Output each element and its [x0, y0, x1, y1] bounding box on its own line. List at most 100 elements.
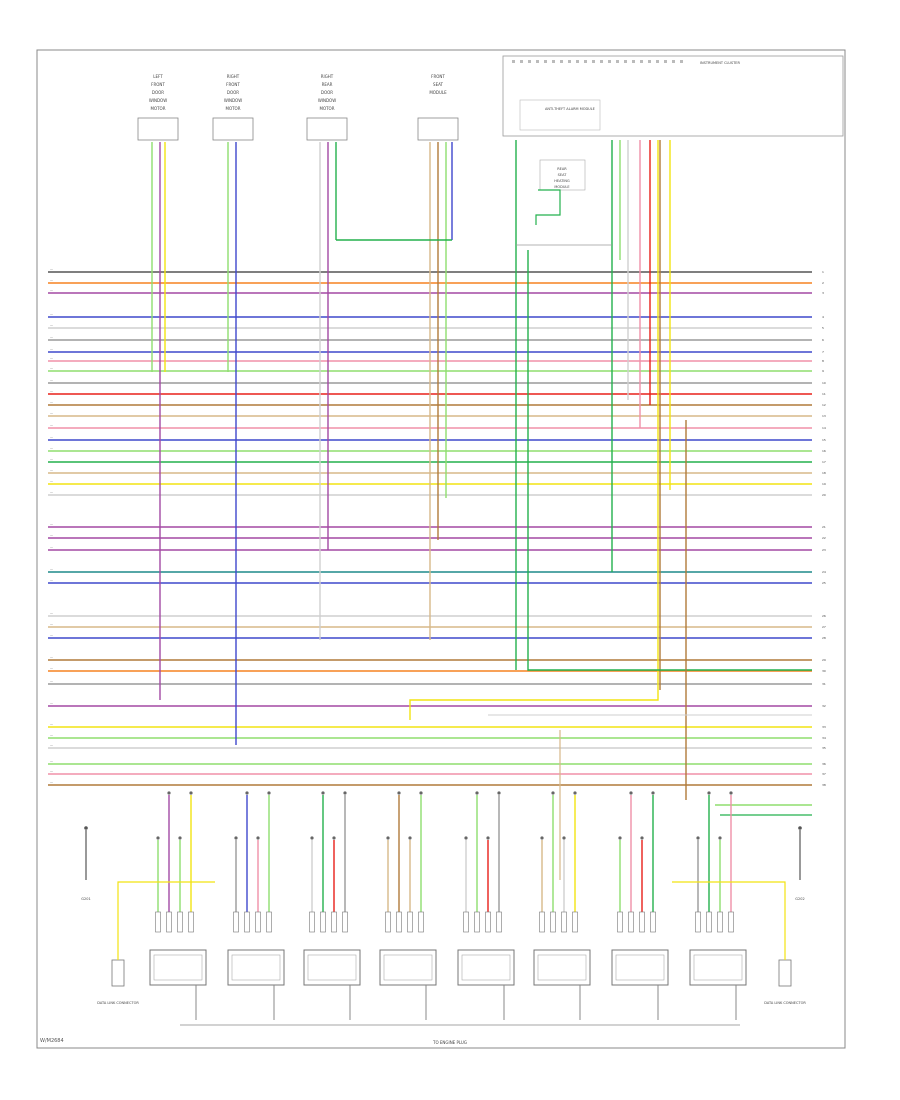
- pin-housing: [539, 911, 545, 933]
- pin-housing: [474, 911, 480, 933]
- ground-point: [84, 826, 88, 830]
- bus-tag: —: [50, 578, 53, 582]
- data-link-label: DATA LINK CONNECTOR: [764, 1001, 806, 1005]
- pin-housing: [188, 911, 194, 933]
- pin-dot: [551, 791, 555, 795]
- connector-face: [693, 954, 743, 981]
- bus-tag: —: [50, 722, 53, 726]
- pin-housing: [244, 911, 250, 933]
- bottom-module: [379, 791, 437, 1020]
- top-module-label: DOOR: [152, 90, 164, 95]
- bus-tag: —: [50, 468, 53, 472]
- top-module-label: MOTOR: [151, 106, 166, 111]
- top-module-label: SEAT: [433, 82, 443, 87]
- bus-number: 37: [822, 772, 826, 776]
- top-module-label: WINDOW: [224, 98, 242, 103]
- connector-face: [537, 954, 587, 981]
- page-id: W/M2684: [40, 1038, 64, 1044]
- bus-tag: —: [50, 278, 53, 282]
- data-link-connector: [778, 959, 792, 987]
- top-module-label: WINDOW: [318, 98, 336, 103]
- anti-theft-box: [519, 99, 601, 131]
- bus-number: 33: [822, 725, 826, 729]
- pin-housing: [331, 911, 337, 933]
- pin-dot: [651, 791, 655, 795]
- pin-dot: [618, 836, 622, 840]
- bus-number: 4: [822, 315, 824, 319]
- bus-number: 14: [822, 426, 826, 430]
- top-module-label: FRONT: [226, 82, 240, 87]
- pin-dot: [540, 836, 544, 840]
- pin-housing: [342, 911, 348, 933]
- bus-number: 18: [822, 471, 826, 475]
- bus-number: 21: [822, 525, 826, 529]
- pin-marker: [664, 60, 667, 63]
- route-wire: [527, 250, 812, 671]
- pin-housing: [266, 911, 272, 933]
- jumper-wire: [535, 189, 561, 225]
- bus-number: 38: [822, 783, 826, 787]
- top-module-label: REAR: [322, 82, 333, 87]
- pin-marker: [584, 60, 587, 63]
- pin-housing: [233, 911, 239, 933]
- bus-tag: —: [50, 545, 53, 549]
- bus-tag: —: [50, 490, 53, 494]
- bus-tag: —: [50, 769, 53, 773]
- pin-dot: [475, 791, 479, 795]
- top-module-label: FRONT: [151, 82, 165, 87]
- ground-label: G202: [795, 897, 804, 901]
- rear-seat-module-box: [539, 159, 586, 191]
- bus-number: 1: [822, 270, 824, 274]
- pin-dot: [464, 836, 468, 840]
- pin-housing: [418, 911, 424, 933]
- bus-number: 36: [822, 762, 826, 766]
- pin-dot: [640, 836, 644, 840]
- top-module-box: [417, 117, 459, 141]
- bus-number: 30: [822, 669, 826, 673]
- bus-tag: —: [50, 446, 53, 450]
- pin-dot: [156, 836, 160, 840]
- pin-housing: [463, 911, 469, 933]
- top-module-label: MOTOR: [320, 106, 335, 111]
- pin-housing: [485, 911, 491, 933]
- bus-number: 29: [822, 658, 826, 662]
- top-module-box: [212, 117, 254, 141]
- ground-label: G201: [81, 897, 90, 901]
- bus-tag: —: [50, 356, 53, 360]
- bus-tag: —: [50, 679, 53, 683]
- pin-dot: [256, 836, 260, 840]
- pin-housing: [255, 911, 261, 933]
- bus-tag: —: [50, 366, 53, 370]
- data-link-connector: [111, 959, 125, 987]
- bus-tag: —: [50, 743, 53, 747]
- pin-housing: [617, 911, 623, 933]
- bus-number: 23: [822, 548, 826, 552]
- pin-marker: [672, 60, 675, 63]
- bottom-module: [533, 791, 591, 1020]
- bus-number: 3: [822, 291, 824, 295]
- bottom-module: [457, 791, 515, 1020]
- pin-dot: [245, 791, 249, 795]
- bus-tag: —: [50, 400, 53, 404]
- rear-seat-label: REAR: [557, 167, 567, 171]
- bus-tag: —: [50, 312, 53, 316]
- pin-housing: [385, 911, 391, 933]
- bus-tag: —: [50, 323, 53, 327]
- pin-housing: [166, 911, 172, 933]
- pin-dot: [267, 791, 271, 795]
- pin-dot: [707, 791, 711, 795]
- bus-number: 16: [822, 449, 826, 453]
- pin-housing: [728, 911, 734, 933]
- bus-number: 11: [822, 392, 826, 396]
- data-link-wire: [672, 881, 786, 960]
- top-module-label: WINDOW: [149, 98, 167, 103]
- pin-housing: [561, 911, 567, 933]
- bus-number: 6: [822, 338, 824, 342]
- footer-label: TO ENGINE PLUG: [432, 1040, 467, 1045]
- pin-marker: [656, 60, 659, 63]
- pin-housing: [407, 911, 413, 933]
- bottom-module: [611, 791, 669, 1020]
- bus-number: 15: [822, 438, 826, 442]
- bus-tag: —: [50, 288, 53, 292]
